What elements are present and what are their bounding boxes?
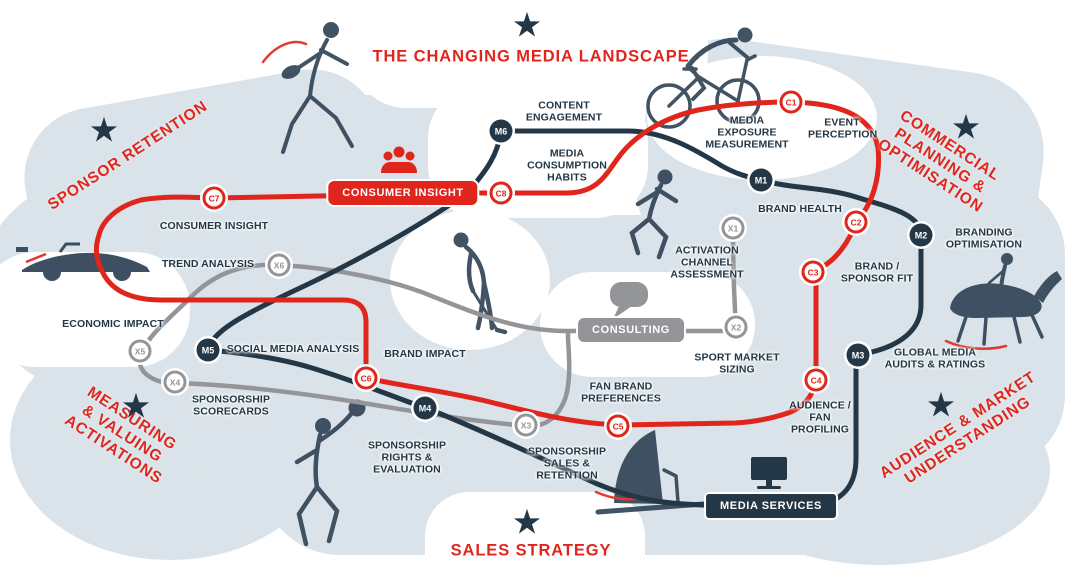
station-x6: X6 <box>267 253 291 277</box>
station-m1: M1 <box>749 168 773 192</box>
media-line-navy <box>205 128 924 508</box>
golfer-illustration <box>453 232 508 335</box>
consulting-terminal: CONSULTING <box>578 318 684 342</box>
star-icon: ★ <box>120 386 152 427</box>
station-c1-label: EVENT PERCEPTION <box>808 116 878 140</box>
station-x1: X1 <box>721 216 745 240</box>
station-c7: C7 <box>202 186 226 210</box>
station-m4: M4 <box>413 396 437 420</box>
station-m4-label: SPONSORSHIP RIGHTS & EVALUATION <box>367 439 447 475</box>
race-car-illustration <box>16 242 150 281</box>
station-c5-label: FAN BRAND PREFERENCES <box>581 380 661 404</box>
star-icon: ★ <box>88 110 120 151</box>
station-c3-label: BRAND / SPONSOR FIT <box>840 260 914 284</box>
star-icon: ★ <box>511 5 543 46</box>
zone-sales-strategy: SALES STRATEGY <box>450 541 612 560</box>
station-x3-label: SPONSORSHIP SALES & RETENTION <box>527 445 607 481</box>
runner-illustration <box>629 169 679 260</box>
station-x1-label: ACTIVATION CHANNEL ASSESSMENT <box>670 244 744 280</box>
station-m2: M2 <box>909 223 933 247</box>
station-m3-label: GLOBAL MEDIA AUDITS & RATINGS <box>884 346 986 370</box>
station-c6: C6 <box>354 366 378 390</box>
station-c4-label: AUDIENCE / FAN PROFILING <box>789 399 851 435</box>
people-icon <box>381 146 417 173</box>
station-c2-label: BRAND HEALTH <box>758 203 842 216</box>
speech-bubble-icon <box>610 282 648 319</box>
station-m6-label: CONTENT ENGAGEMENT <box>525 99 603 123</box>
station-c2: C2 <box>844 210 868 234</box>
station-c4: C4 <box>804 368 828 392</box>
station-x6-label: TREND ANALYSIS <box>161 258 255 271</box>
consumer-line-red <box>93 99 882 428</box>
station-x3: X3 <box>514 413 538 437</box>
polo-horses-illustration <box>944 253 1062 350</box>
station-c3: C3 <box>801 260 825 284</box>
station-x2: X2 <box>724 315 748 339</box>
station-x5-label: ECONOMIC IMPACT <box>62 318 164 331</box>
station-c1: C1 <box>779 90 803 114</box>
station-m6: M6 <box>489 119 513 143</box>
media-services-terminal: MEDIA SERVICES <box>706 494 836 518</box>
station-x2-label: SPORT MARKET SIZING <box>694 351 780 375</box>
station-m3: M3 <box>846 343 870 367</box>
station-c8-label: MEDIA CONSUMPTION HABITS <box>527 147 607 183</box>
station-x4-label: SPONSORSHIP SCORECARDS <box>191 393 271 417</box>
consumer-insight-terminal: CONSUMER INSIGHT <box>328 181 478 205</box>
rugby-player-illustration <box>261 22 354 154</box>
station-c8: C8 <box>489 181 513 205</box>
station-c5: C5 <box>606 414 630 438</box>
station-m5: M5 <box>196 338 220 362</box>
station-m5-label: SOCIAL MEDIA ANALYSIS <box>226 343 360 356</box>
station-c6-label: BRAND IMPACT <box>384 348 466 361</box>
station-x5: X5 <box>128 339 152 363</box>
zone-changing-media-landscape: THE CHANGING MEDIA LANDSCAPE <box>372 47 690 66</box>
tv-icon <box>751 457 787 489</box>
station-m1-label: MEDIA EXPOSURE MEASUREMENT <box>705 114 789 150</box>
station-x4: X4 <box>163 370 187 394</box>
star-icon: ★ <box>925 385 957 426</box>
station-m2-label: BRANDING OPTIMISATION <box>945 226 1023 250</box>
star-icon: ★ <box>950 107 982 148</box>
star-icon: ★ <box>511 502 543 543</box>
station-c7-label: CONSUMER INSIGHT <box>159 220 269 233</box>
